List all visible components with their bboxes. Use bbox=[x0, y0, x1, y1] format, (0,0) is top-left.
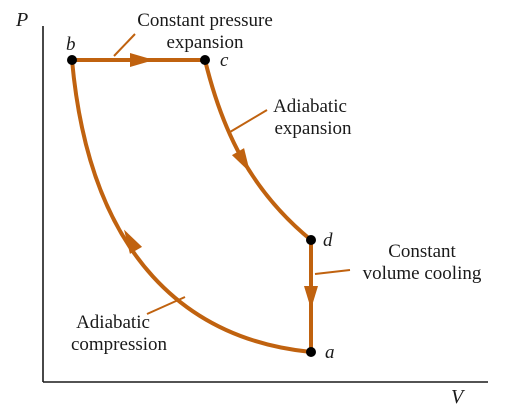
point-d bbox=[306, 235, 316, 245]
label-b-to-c-line1: Constant pressure bbox=[137, 10, 273, 31]
label-c-to-d-line1: Adiabatic bbox=[273, 96, 347, 117]
arrow-d-to-a bbox=[304, 286, 318, 309]
label-c-to-d-line2: expansion bbox=[274, 118, 352, 139]
path-a-to-b bbox=[70, 59, 312, 354]
arrow-c-to-d bbox=[231, 148, 250, 173]
label-a-to-b-line2: compression bbox=[71, 334, 168, 355]
point-d-label: d bbox=[323, 230, 333, 251]
leader-b-to-c bbox=[113, 33, 136, 57]
label-d-to-a-line1: Constant bbox=[388, 241, 456, 262]
label-b-to-c-line2: expansion bbox=[166, 32, 244, 53]
point-a bbox=[306, 347, 316, 357]
point-c bbox=[200, 55, 210, 65]
y-axis-label: P bbox=[15, 9, 28, 31]
label-a-to-b-line1: Adiabatic bbox=[76, 312, 150, 333]
label-d-to-a-line2: volume cooling bbox=[363, 263, 482, 284]
arrow-a-to-b bbox=[124, 229, 143, 254]
path-c-to-d bbox=[203, 59, 313, 242]
point-a-label: a bbox=[325, 342, 335, 363]
leader-d-to-a bbox=[314, 269, 351, 275]
leader-a-to-b bbox=[146, 296, 186, 315]
point-b bbox=[67, 55, 77, 65]
leader-c-to-d bbox=[229, 109, 268, 133]
x-axis-label: V bbox=[451, 386, 466, 408]
point-b-label: b bbox=[66, 34, 76, 55]
point-c-label: c bbox=[220, 50, 229, 71]
arrow-b-to-c bbox=[130, 53, 154, 67]
